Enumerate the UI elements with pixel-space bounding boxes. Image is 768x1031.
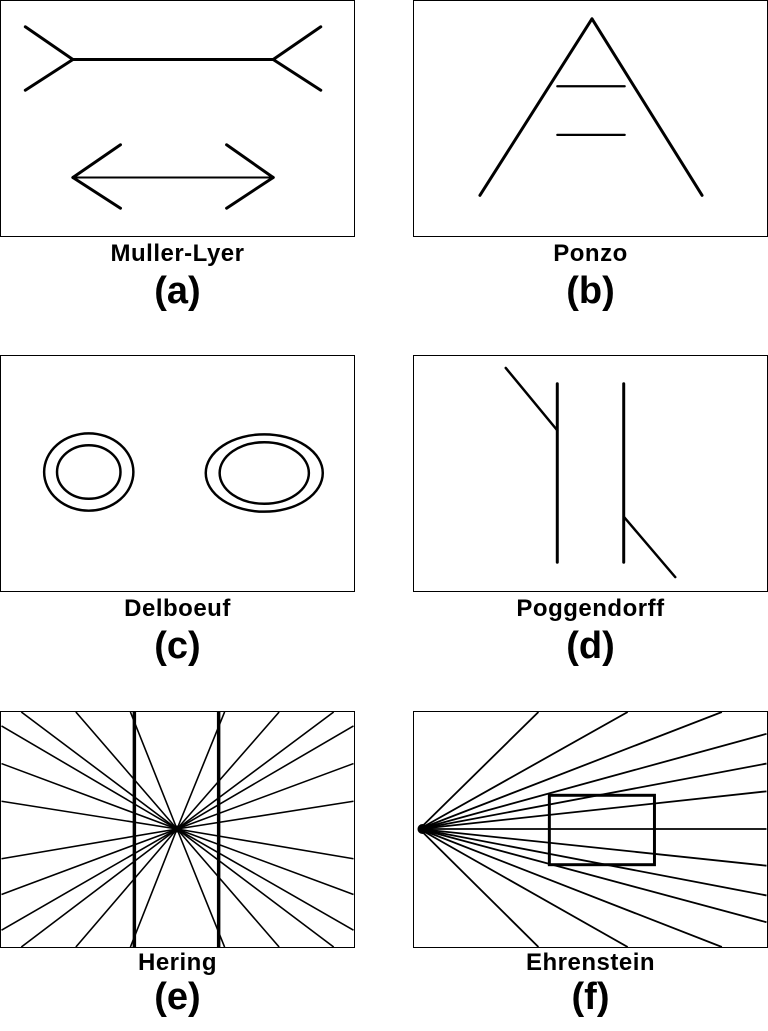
left-inner-circle [55, 444, 122, 501]
poggendorff-figure [413, 355, 768, 592]
delboeuf-drawing [42, 432, 325, 513]
delboeuf-figure [0, 355, 355, 592]
ray-line [20, 828, 178, 947]
poggendorff-drawing [504, 366, 677, 579]
ray-line [176, 725, 354, 830]
ray-line [129, 828, 178, 947]
lower-right-head-bottom [225, 176, 275, 210]
muller-lyer-figure [0, 0, 355, 237]
ray-line [419, 828, 767, 897]
ehrenstein-drawing [417, 712, 767, 947]
lower-right-head-top [225, 143, 275, 179]
ray-line [419, 790, 767, 830]
ray-center [173, 825, 181, 833]
ray-line [1, 800, 178, 830]
hering-drawing [1, 712, 354, 947]
ray-line [176, 828, 354, 896]
upper-left-fin-bottom [23, 58, 75, 92]
caption-letter: (f) [571, 976, 610, 1018]
ray-line [176, 828, 335, 947]
ray-line [418, 828, 540, 947]
ray-line [419, 828, 723, 947]
left-outer-circle [42, 432, 135, 512]
left-converging-line [478, 17, 594, 197]
upper-right-fin-top [271, 25, 323, 61]
lower-left-head-bottom [71, 176, 122, 210]
muller-lyer-drawing [23, 25, 323, 210]
caption-letter: (d) [566, 625, 615, 667]
ray-line [20, 712, 178, 830]
ray-line [75, 828, 178, 947]
hering-figure [0, 711, 355, 948]
ray-line [176, 800, 354, 830]
caption-name: Ehrenstein [525, 949, 656, 976]
ray-line [1, 828, 178, 931]
ray-line [176, 828, 354, 860]
ray-line [418, 712, 540, 830]
ehrenstein-figure [413, 711, 768, 948]
ray-line [419, 712, 723, 830]
lower-diagonal-segment [622, 515, 677, 579]
ray-line [419, 732, 767, 830]
panel-delboeuf: Delboeuf (c) [0, 355, 355, 675]
caption-name: Ponzo [553, 240, 628, 267]
ray-line [176, 762, 354, 830]
caption-letter: (c) [154, 625, 201, 667]
upper-diagonal-segment [504, 366, 559, 432]
caption-letter: (a) [154, 270, 201, 312]
caption-name: Poggendorff [516, 595, 665, 622]
ray-line [176, 828, 280, 947]
upper-left-fin-top [23, 25, 75, 61]
ray-line [129, 712, 178, 830]
ponzo-drawing [478, 17, 704, 197]
ray-line [176, 828, 354, 931]
square [547, 793, 656, 867]
lower-left-head-top [71, 143, 122, 179]
ray-line [419, 828, 629, 947]
panel-ehrenstein: Ehrenstein (f) [413, 711, 768, 1031]
ray-line [1, 725, 178, 830]
ray-line [419, 828, 767, 924]
ray-line [176, 712, 226, 830]
ray-line [176, 712, 335, 830]
right-inner-circle [218, 441, 311, 505]
ray-origin [417, 824, 428, 834]
caption-name: Muller-Lyer [110, 240, 245, 267]
ray-line [75, 712, 178, 830]
caption-letter: (b) [566, 270, 615, 312]
ray-line [1, 828, 178, 896]
upper-right-fin-bottom [271, 58, 323, 92]
caption-name: Delboeuf [124, 595, 231, 622]
caption-letter: (e) [154, 976, 201, 1018]
panel-hering: Hering (e) [0, 711, 355, 1031]
caption-name: Hering [137, 949, 217, 976]
ponzo-figure [413, 0, 768, 237]
ray-line [419, 828, 767, 867]
ray-line [1, 762, 178, 830]
ray-line [176, 712, 280, 830]
ray-line [419, 712, 629, 830]
right-outer-circle [204, 433, 325, 513]
ray-line [176, 828, 226, 947]
panel-poggendorff: Poggendorff (d) [413, 355, 768, 675]
panel-muller-lyer: Muller-Lyer (a) [0, 0, 355, 320]
ray-line [1, 828, 178, 860]
right-converging-line [590, 17, 704, 197]
panel-ponzo: Ponzo (b) [413, 0, 768, 320]
